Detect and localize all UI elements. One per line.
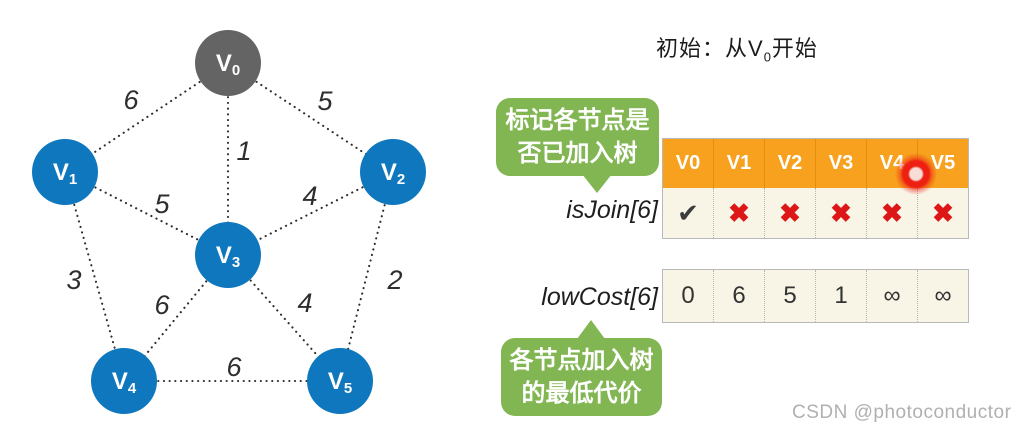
callout-lowcost-line2: 的最低代价 [521, 380, 642, 407]
edge-weight-v3-v4: 6 [154, 290, 170, 320]
isjoin-array-label: isJoin[6] [566, 196, 658, 224]
callout-lowcost-line1: 各节点加入树 [509, 347, 654, 374]
lowcost-value-v5: ∞ [934, 282, 952, 309]
node-circle-v0 [195, 30, 261, 96]
lowcost-table: 0 6 5 1 ∞ ∞ [662, 269, 969, 323]
callout-lowcost-tail [577, 320, 605, 339]
node-circle-v1 [32, 139, 98, 205]
isjoin-value-v2-cross: ✖ [765, 188, 816, 238]
edge-v1-v3 [63, 170, 230, 257]
lowcost-value-v2: 5 [765, 270, 816, 322]
edge-weight-v0-v3: 1 [236, 136, 251, 166]
callout-isjoin: 标记各节点是 否已加入树 [496, 98, 659, 176]
node-label-v3: V3 [216, 242, 240, 271]
graph-node-v3: V3 [195, 222, 261, 288]
node-label-v1: V1 [53, 159, 77, 188]
isjoin-value-v3-cross: ✖ [816, 188, 867, 238]
title-text: 初始：从V [656, 36, 764, 61]
isjoin-value-v1-cross: ✖ [714, 188, 765, 238]
lowcost-table-values: 0 6 5 1 ∞ ∞ [663, 270, 968, 322]
node-circle-v2 [360, 139, 426, 205]
isjoin-header-v2: V2 [765, 139, 816, 188]
graph-node-v2: V2 [360, 139, 426, 205]
page-title: 初始：从V0开始 [656, 31, 818, 64]
graph-node-v0: V0 [195, 30, 261, 96]
edge-weight-v1-v4: 3 [66, 265, 81, 295]
edge-v1-v4 [63, 170, 126, 383]
node-label-v4: V4 [112, 368, 137, 397]
edge-weight-v1-v3: 5 [154, 189, 170, 219]
isjoin-value-v0-check: ✔ [663, 188, 714, 238]
edge-v0-v1 [63, 61, 230, 174]
graph-node-v4: V4 [91, 348, 157, 414]
title-suffix: 开始 [771, 36, 818, 61]
node-label-v5: V5 [328, 368, 352, 397]
lowcost-value-v1: 6 [714, 270, 765, 322]
node-label-v2: V2 [381, 159, 405, 188]
callout-isjoin-tail [582, 174, 612, 193]
edge-weight-v3-v5: 4 [297, 288, 312, 318]
node-label-v0: V0 [216, 50, 240, 79]
isjoin-header-v3: V3 [816, 139, 867, 188]
isjoin-table: V0 V1 V2 V3 V4 V5 ✔ ✖ ✖ ✖ ✖ ✖ [662, 138, 969, 239]
isjoin-value-v5-cross: ✖ [932, 197, 954, 228]
lowcost-value-v0: 0 [663, 270, 714, 322]
cursor-highlight-dot [894, 152, 938, 196]
isjoin-value-v4-cross: ✖ [867, 188, 918, 238]
graph-node-v5: V5 [307, 348, 373, 414]
callout-isjoin-line1: 标记各节点是 [505, 107, 650, 134]
graph-node-v1: V1 [32, 139, 98, 205]
callout-isjoin-line2: 否已加入树 [517, 140, 638, 167]
isjoin-table-values: ✔ ✖ ✖ ✖ ✖ ✖ [663, 188, 968, 238]
watermark: CSDN @photoconductor [792, 402, 1012, 423]
node-circle-v3 [195, 222, 261, 288]
lowcost-array-label: lowCost[6] [541, 283, 658, 311]
title-subscript: 0 [763, 49, 772, 65]
lowcost-value-v4: ∞ [867, 270, 918, 322]
edge-weight-v2-v3: 4 [302, 181, 317, 211]
isjoin-header-v1: V1 [714, 139, 765, 188]
edge-weight-v0-v2: 5 [317, 86, 333, 116]
edge-weight-v4-v5: 6 [226, 352, 242, 382]
node-circle-v4 [91, 348, 157, 414]
edge-weight-v2-v5: 2 [386, 265, 402, 295]
lowcost-value-v3: 1 [816, 270, 867, 322]
edge-v2-v5 [338, 170, 395, 383]
isjoin-header-v0: V0 [663, 139, 714, 188]
node-circle-v5 [307, 348, 373, 414]
callout-lowcost: 各节点加入树 的最低代价 [501, 338, 662, 416]
edge-weight-v0-v1: 6 [123, 85, 139, 115]
